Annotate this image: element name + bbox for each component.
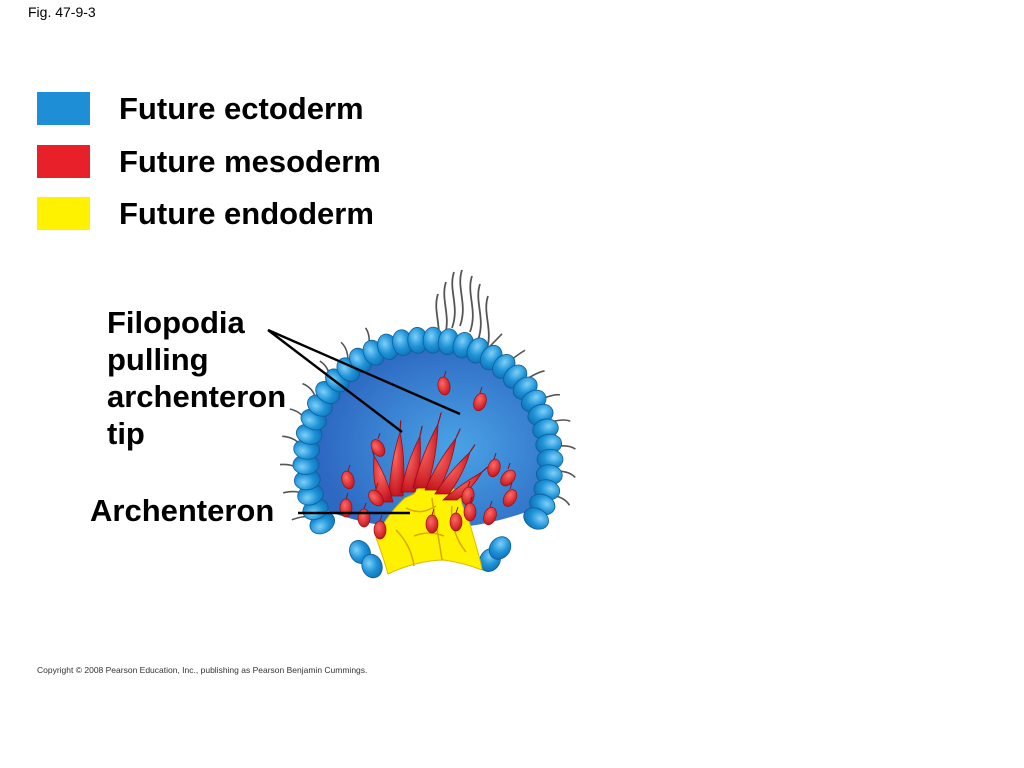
mesenchyme-filopodium bbox=[347, 464, 351, 472]
apical-tuft-cilium bbox=[477, 283, 482, 341]
archenteron-tip-cell bbox=[424, 437, 457, 491]
filopodia-pointer-2 bbox=[267, 329, 403, 433]
endoderm-swatch bbox=[37, 197, 90, 230]
mesenchyme-cell bbox=[368, 489, 384, 507]
mesenchyme-filopodium bbox=[493, 452, 497, 460]
mesenchyme-filopodium bbox=[377, 432, 381, 440]
mesenchyme-filopodium bbox=[443, 370, 447, 378]
mesenchyme-cell bbox=[487, 458, 501, 478]
mesenchyme-filopodium bbox=[375, 482, 379, 490]
legend-label-endoderm: Future endoderm bbox=[119, 196, 374, 231]
mesenchyme-cell bbox=[502, 489, 518, 507]
mesenchyme-cell bbox=[370, 439, 386, 457]
apical-tuft-cilium bbox=[469, 275, 474, 333]
mesenchyme-cell bbox=[449, 512, 463, 532]
ectoderm-cell bbox=[523, 507, 549, 530]
legend-label-ectoderm: Future ectoderm bbox=[119, 91, 364, 126]
ectoderm-cell bbox=[488, 536, 512, 560]
mesenchyme-cell bbox=[483, 506, 497, 526]
filopodium bbox=[419, 425, 423, 437]
ectoderm-swatch bbox=[37, 92, 90, 125]
mesenchyme-cell bbox=[357, 508, 371, 528]
mesenchyme-filopodium bbox=[507, 462, 511, 470]
mesenchyme-cell bbox=[373, 520, 387, 540]
mesenchyme-cell bbox=[341, 470, 355, 490]
filopodia-label-line-3: archenteron bbox=[107, 379, 287, 414]
copyright-notice: Copyright © 2008 Pearson Education, Inc.… bbox=[37, 665, 368, 675]
apical-tuft-cilium bbox=[459, 269, 464, 327]
filopodium bbox=[469, 444, 476, 453]
filopodium bbox=[437, 412, 442, 425]
mesenchyme-cell bbox=[500, 469, 516, 487]
mesenchyme-filopodium bbox=[469, 496, 473, 504]
blastocoel bbox=[314, 348, 542, 530]
mesenchyme-filopodium bbox=[509, 482, 513, 490]
callout-lines bbox=[267, 328, 461, 515]
mesenchyme-cell bbox=[473, 392, 487, 412]
mesenchyme-cell bbox=[425, 514, 439, 534]
filopodia-pointer-1 bbox=[267, 328, 461, 416]
mesenchyme-filopodium bbox=[467, 480, 471, 488]
filopodia-label-line-4: tip bbox=[107, 416, 145, 451]
mesenchyme-filopodium bbox=[479, 386, 483, 394]
filopodium bbox=[455, 428, 461, 439]
filopodia-label-line-1: Filopodia bbox=[107, 305, 245, 340]
cilium bbox=[340, 341, 349, 360]
archenteron-tip-cells bbox=[371, 412, 489, 503]
mesenchyme-filopodium bbox=[379, 514, 383, 522]
ectoderm-cell bbox=[361, 553, 383, 579]
mesenchyme-filopodium bbox=[345, 492, 349, 500]
mesenchyme-filopodium bbox=[363, 502, 367, 510]
mesenchyme-cell bbox=[339, 498, 353, 518]
archenteron-tip-cell bbox=[434, 450, 471, 495]
archenteron-tip-cell bbox=[412, 423, 439, 489]
archenteron-label: Archenteron bbox=[90, 493, 275, 528]
ectoderm-cell-layer bbox=[292, 326, 564, 579]
mesenchyme-cell bbox=[437, 376, 451, 396]
mesenchyme-filopodium bbox=[431, 508, 435, 516]
archenteron-tip-cell bbox=[373, 454, 394, 503]
mesoderm-swatch bbox=[37, 145, 90, 178]
mesenchyme-filopodium bbox=[455, 506, 459, 514]
mesenchyme-cell bbox=[463, 502, 477, 522]
legend-label-mesoderm: Future mesoderm bbox=[119, 144, 381, 179]
filopodia-label: Filopodia pulling archenteron tip bbox=[107, 304, 286, 452]
filopodium bbox=[481, 466, 489, 473]
figure-label: Fig. 47-9-3 bbox=[28, 4, 96, 20]
apical-tuft-cilium bbox=[451, 271, 456, 329]
mesenchyme-filopodium bbox=[489, 500, 493, 508]
filopodia-label-line-2: pulling bbox=[107, 342, 209, 377]
